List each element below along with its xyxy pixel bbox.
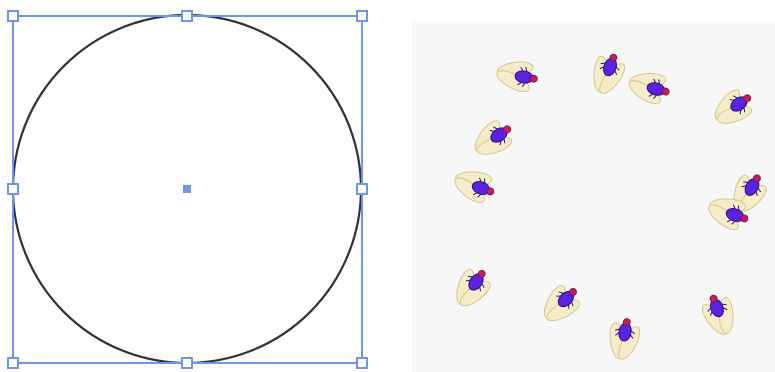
drawing-canvas[interactable]: [0, 0, 380, 372]
fly-head: [753, 174, 761, 183]
resize-handle-top-right-icon[interactable]: [356, 10, 368, 22]
resize-handle-middle-right-icon[interactable]: [356, 183, 368, 195]
fly-legs: [517, 66, 528, 88]
canvas-svg: [7, 10, 368, 369]
resize-handle-bottom-left-icon[interactable]: [7, 357, 19, 369]
fly-icon: [454, 171, 495, 204]
fly-legs: [648, 78, 660, 99]
flies-svg: [454, 53, 767, 360]
fly-icon: [593, 53, 626, 94]
fly-icon: [701, 294, 734, 335]
flies-preview-panel: [412, 22, 775, 372]
fly-legs: [473, 177, 486, 198]
resize-handle-bottom-right-icon[interactable]: [356, 357, 368, 369]
fly-legs: [465, 275, 485, 292]
fly-legs: [599, 62, 620, 75]
fly-head: [709, 294, 718, 303]
fly-icon: [474, 120, 513, 155]
resize-handle-bottom-center-icon[interactable]: [181, 357, 193, 369]
fly-legs: [729, 95, 746, 115]
fly-head: [622, 318, 631, 327]
fly-head: [477, 269, 486, 278]
fly-legs: [614, 328, 636, 339]
resize-handle-top-left-icon[interactable]: [7, 10, 19, 22]
fly-head: [661, 87, 670, 96]
fly-icon: [456, 268, 491, 307]
resize-handle-middle-left-icon[interactable]: [7, 183, 19, 195]
fly-head: [503, 125, 512, 134]
fly-legs: [556, 291, 574, 309]
fly-icon: [496, 61, 538, 93]
fly-legs: [741, 181, 762, 196]
fly-icon: [543, 284, 581, 322]
fly-legs: [707, 303, 728, 316]
fly-icon: [609, 318, 641, 360]
fly-icon: [714, 89, 753, 124]
fly-head: [486, 187, 495, 196]
fly-legs: [727, 204, 740, 225]
fly-head: [743, 94, 752, 103]
fly-head: [569, 288, 577, 296]
fly-legs: [489, 126, 506, 146]
fly-icon: [708, 198, 749, 231]
center-point-icon: [183, 185, 191, 193]
resize-handle-top-center-icon[interactable]: [181, 10, 193, 22]
fly-head: [609, 53, 618, 62]
resize-handles: [7, 10, 368, 369]
fly-icon: [628, 73, 670, 105]
fly-head: [740, 214, 749, 223]
fly-head: [529, 74, 538, 83]
